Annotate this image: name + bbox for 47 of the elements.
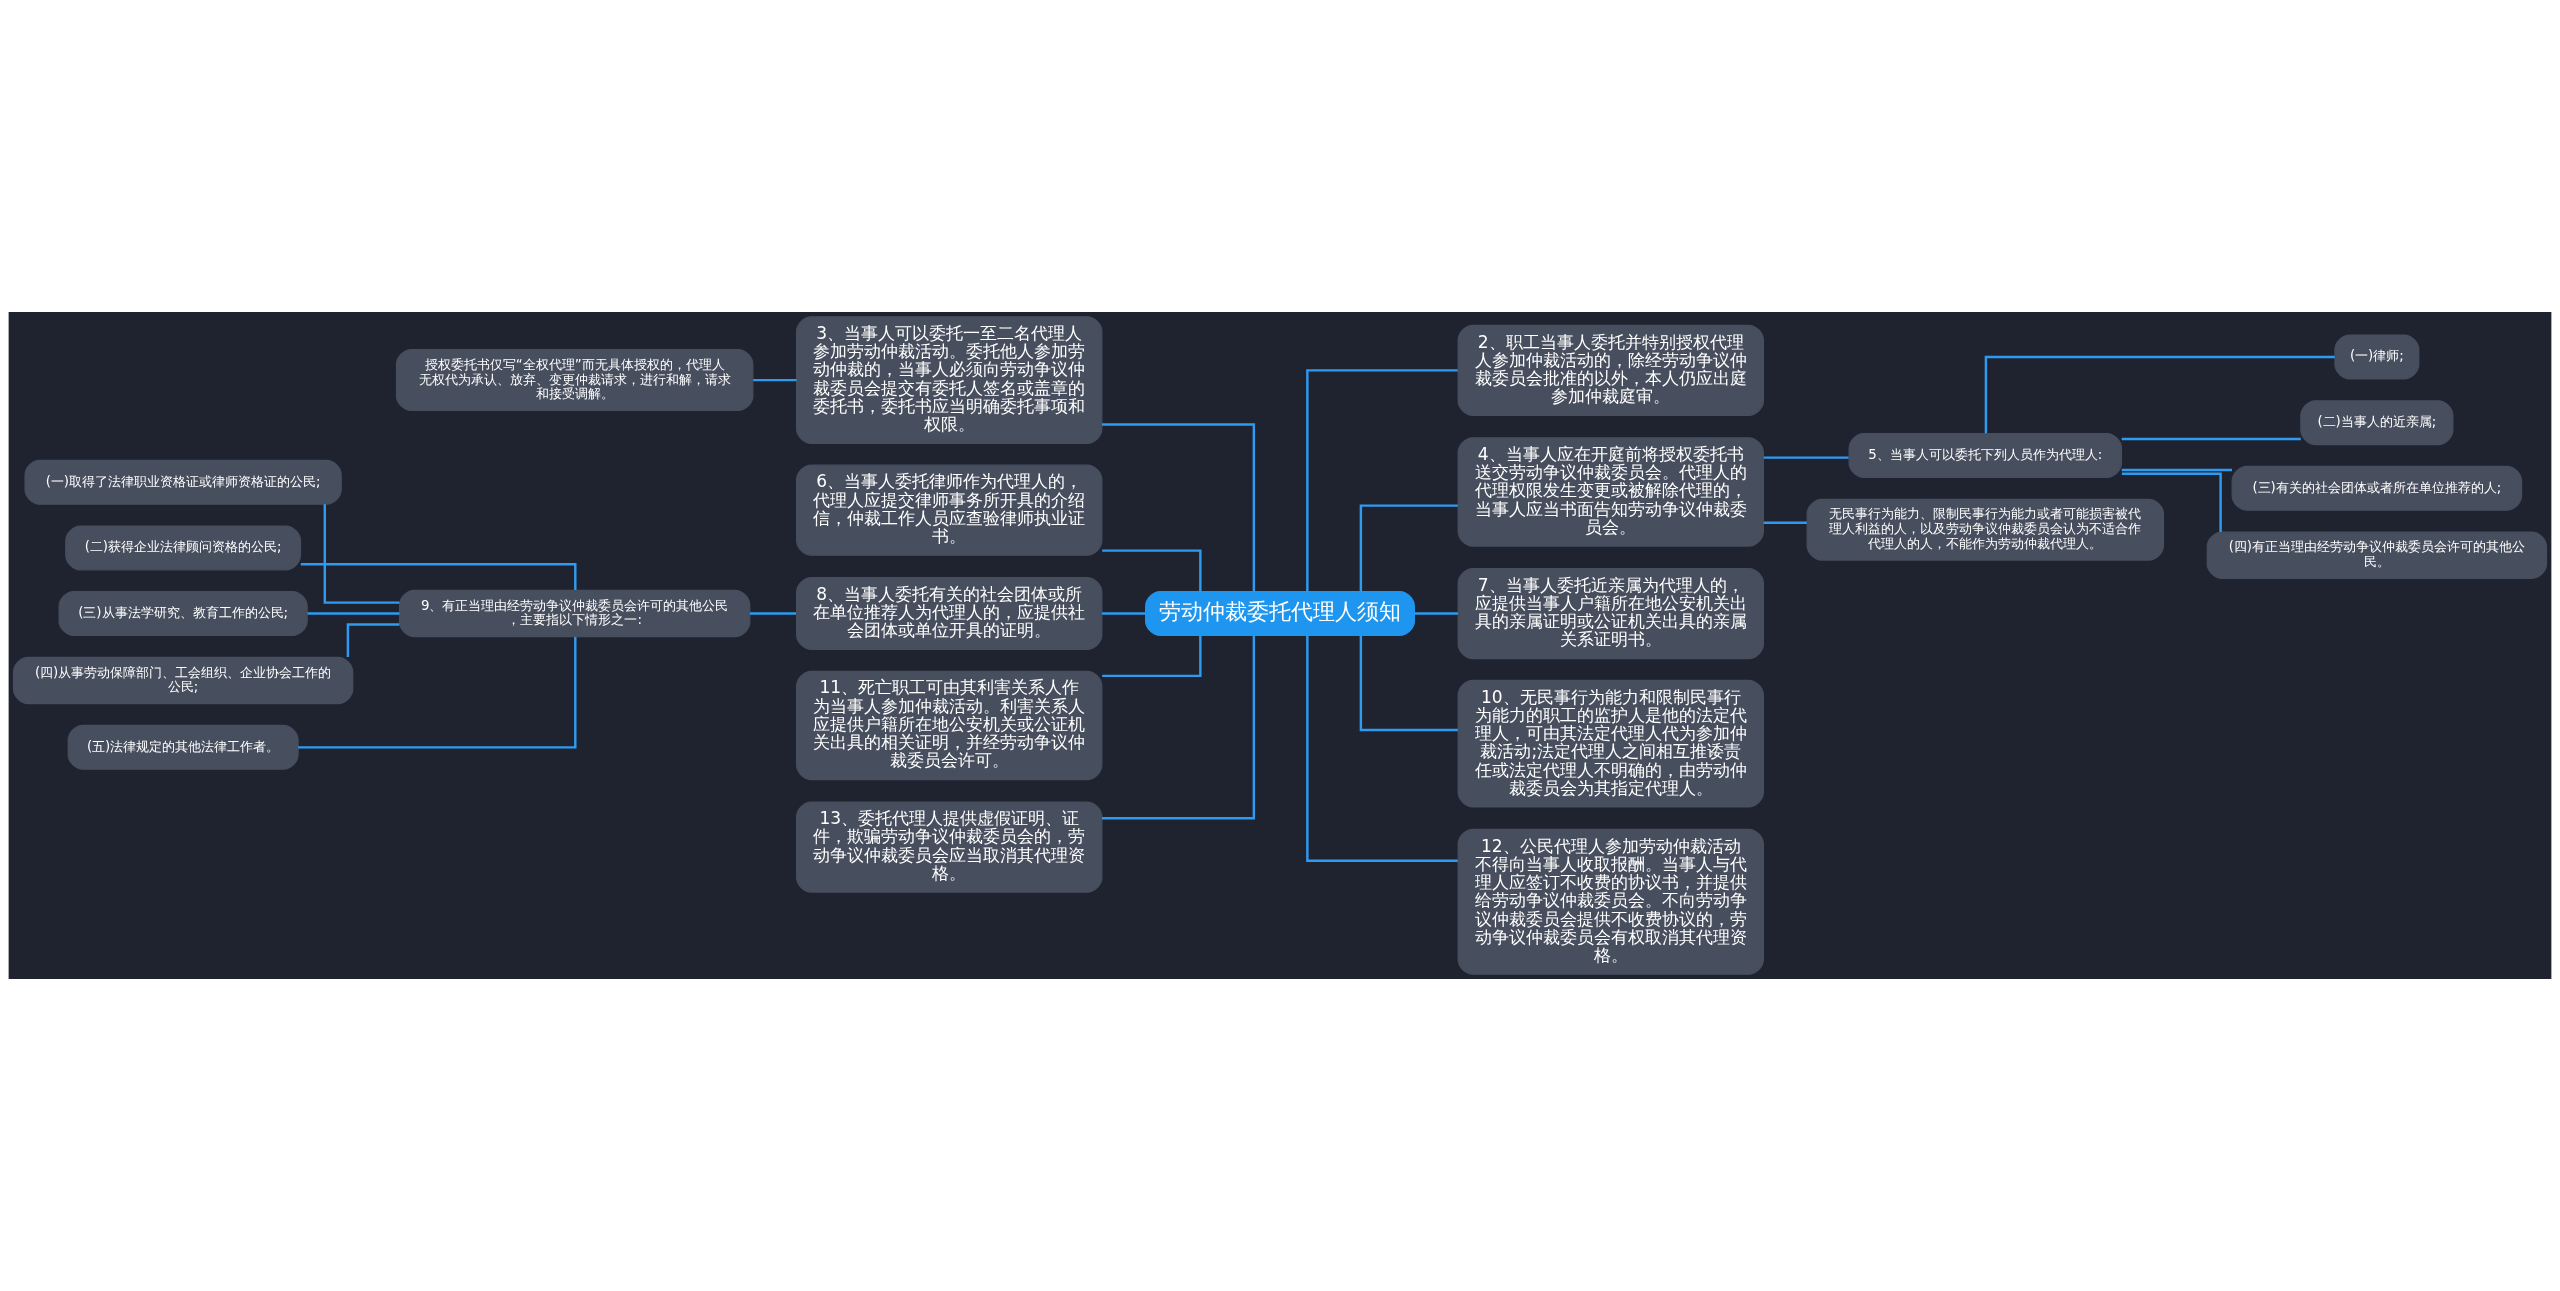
node-box: 10、无民事行为能力和限制民事行为能力的职工的监护人是他的法定代理人，可由其法定代理人代为参加仲裁活动;法定代理人之间相互推诿责任或法定代理人不明确的，由劳动仲裁委员会为其指定代理人。 (1457, 679, 1764, 808)
connector (1102, 612, 1146, 615)
node-box: 5、当事人可以委托下列人员作为代理人: (1848, 433, 2123, 478)
connector (2121, 468, 2232, 472)
node-box: 7、当事人委托近亲属为代理人的，应提供当事人户籍所在地公安机关出具的亲属证明或公证机关出具的亲属关系证明书。 (1457, 568, 1764, 660)
connector (346, 623, 400, 658)
node-box: (二)当事人的近亲属; (2300, 400, 2454, 446)
node-box: (一)取得了法律职业资格证或律师资格证的公民; (24, 459, 342, 505)
connector (1102, 423, 1256, 592)
connector (2121, 472, 2222, 533)
connector (1102, 549, 1202, 592)
node-box: 12、公民代理人参加劳动仲裁活动不得向当事人收取报酬。当事人与代理人应签订不收费的协议书，并提供给劳动争议仲裁委员会。不向劳动争议仲裁委员会提供不收费协议的，劳动争议仲裁委员会有权取消其代理资格。 (1457, 828, 1764, 975)
connector (300, 563, 577, 591)
node-box: 4、当事人应在开庭前将授权委托书送交劳动争议仲裁委员会。代理人的代理权限发生变更或被解除代理的，当事人应当书面告知劳动争议仲裁委员会。 (1457, 437, 1764, 547)
connector (749, 612, 797, 615)
node-box: (三)有关的社会团体或者所在单位推荐的人; (2231, 465, 2523, 511)
node-box: 11、死亡职工可由其利害关系人作为当事人参加仲裁活动。利害关系人应提供户籍所在地公安机关或公证机关出具的相关证明，并经劳动争议仲裁委员会许可。 (796, 670, 1103, 781)
connector (1306, 635, 1458, 862)
node-box: (五)法律规定的其他法律工作者。 (67, 724, 299, 770)
node-box: (四)从事劳动保障部门、工会组织、企业协会工作的公民; (12, 656, 354, 705)
connector (323, 504, 400, 604)
node-box: (二)获得企业法律顾问资格的公民; (65, 525, 302, 571)
node-box: (一)律师; (2334, 334, 2420, 380)
connector (1763, 521, 1807, 524)
connector (307, 612, 400, 615)
connector (1102, 635, 1256, 820)
connector (1414, 612, 1458, 615)
connector (298, 636, 577, 749)
connector (753, 378, 797, 382)
node-box: 无民事行为能力、限制民事行为能力或者可能损害被代理人利益的人，以及劳动争议仲裁委员会认为不适合作代理人的人，不能作为劳动仲裁代理人。 (1806, 498, 2165, 561)
node-box: 劳动仲裁委托代理人须知 (1145, 591, 1415, 637)
node-box: 3、当事人可以委托一至二名代理人参加劳动仲裁活动。委托他人参加劳动仲裁的，当事人必须向劳动争议仲裁委员会提交有委托人签名或盖章的委托书，委托书应当明确委托事项和权限。 (796, 316, 1103, 444)
connector (1763, 456, 1849, 459)
connector (2121, 437, 2301, 441)
connector (1984, 355, 2335, 434)
node-box: 8、当事人委托有关的社会团体或所在单位推荐人为代理人的，应提供社会团体或单位开具的证明。 (796, 577, 1103, 651)
connector (1102, 635, 1202, 678)
node-box: 2、职工当事人委托并特别授权代理人参加仲裁活动的，除经劳动争议仲裁委员会批准的以外，本人仍应出庭参加仲裁庭审。 (1457, 324, 1764, 416)
connector (1359, 504, 1458, 592)
node-box: 9、有正当理由经劳动争议仲裁委员会许可的其他公民，主要指以下情形之一: (398, 589, 751, 638)
node-box: (四)有正当理由经劳动争议仲裁委员会许可的其他公民。 (2206, 531, 2548, 579)
node-box: 13、委托代理人提供虚假证明、证件，欺骗劳动争议仲裁委员会的，劳动争议仲裁委员会应当取消其代理资格。 (796, 801, 1103, 893)
connector (1359, 635, 1458, 732)
connector (1306, 369, 1458, 592)
node-box: 6、当事人委托律师作为代理人的，代理人应提交律师事务所开具的介绍信，仲裁工作人员应查验律师执业证书。 (796, 464, 1103, 556)
node-box: (三)从事法学研究、教育工作的公民; (58, 591, 308, 637)
node-box: 授权委托书仅写“全权代理”而无具体授权的，代理人无权代为承认、放弃、变更仲裁请求，进行和解，请求和接受调解。 (395, 349, 754, 412)
